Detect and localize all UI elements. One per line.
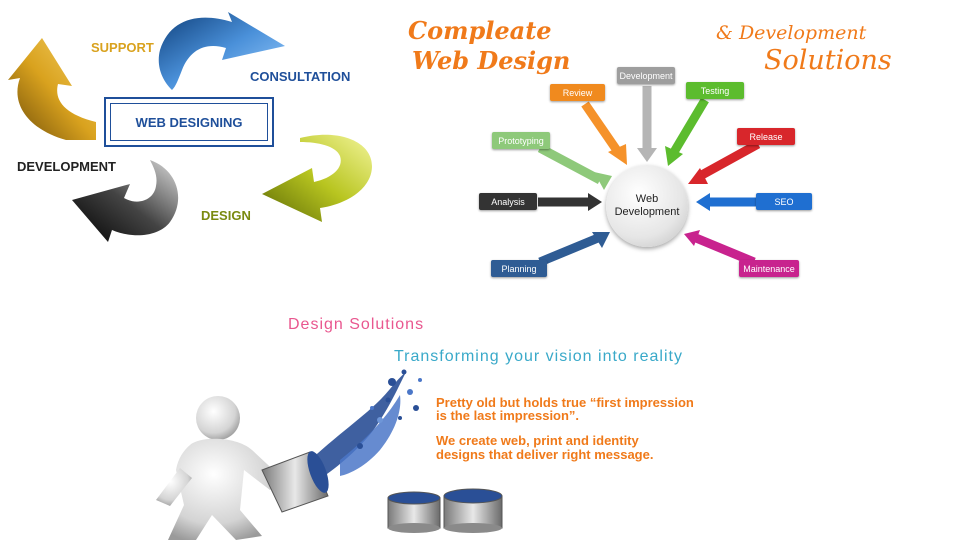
heading-line4: Solutions bbox=[764, 45, 892, 76]
hub-node-review: Review bbox=[550, 84, 605, 101]
heading-line1: Compleate bbox=[408, 16, 552, 45]
cycle-arrow-green bbox=[262, 134, 372, 222]
hub-node-testing: Testing bbox=[686, 82, 744, 99]
hub-label-top: Web bbox=[635, 193, 659, 205]
cycle-center-box: WEB DESIGNING bbox=[104, 97, 274, 147]
hub-node-analysis: Analysis bbox=[479, 193, 537, 210]
hub-node-planning: Planning bbox=[491, 260, 547, 277]
solutions-para1-line2: is the last impression”. bbox=[436, 408, 580, 423]
cycle-label-support: SUPPORT bbox=[91, 40, 154, 55]
cycle-label-development: DEVELOPMENT bbox=[17, 159, 116, 174]
paint-cans bbox=[387, 488, 503, 533]
cycle-center-label: WEB DESIGNING bbox=[110, 103, 268, 141]
hub-node-seo: SEO bbox=[756, 193, 812, 210]
cycle-label-consultation: CONSULTATION bbox=[250, 69, 351, 84]
hub-node-development: Development bbox=[617, 67, 675, 84]
heading-line3: & Development bbox=[716, 22, 867, 44]
cycle-arrow-blue bbox=[158, 12, 285, 90]
solutions-para2-line2: designs that deliver right message. bbox=[436, 447, 654, 462]
man-figure bbox=[156, 396, 282, 540]
heading-line2: Web Design bbox=[412, 46, 571, 75]
hub-arrows bbox=[537, 86, 761, 267]
hub-node-maintenance: Maintenance bbox=[739, 260, 799, 277]
paint-bucket-held bbox=[261, 451, 329, 513]
cycle-arrow-gold bbox=[8, 38, 96, 140]
hub-node-prototyping: Prototyping bbox=[492, 132, 550, 149]
hub-label-bottom: Development bbox=[614, 206, 680, 218]
hub-center: Web Development bbox=[606, 165, 688, 247]
solutions-title: Design Solutions bbox=[288, 316, 425, 333]
cycle-arrow-black bbox=[72, 160, 179, 242]
paint-splash bbox=[300, 369, 422, 480]
cycle-label-design: DESIGN bbox=[201, 208, 251, 223]
solutions-para2-line1: We create web, print and identity bbox=[436, 433, 639, 448]
solutions-subtitle: Transforming your vision into reality bbox=[394, 348, 683, 365]
solutions-para1-line1: Pretty old but holds true “first impress… bbox=[436, 395, 694, 410]
hub-node-release: Release bbox=[737, 128, 795, 145]
